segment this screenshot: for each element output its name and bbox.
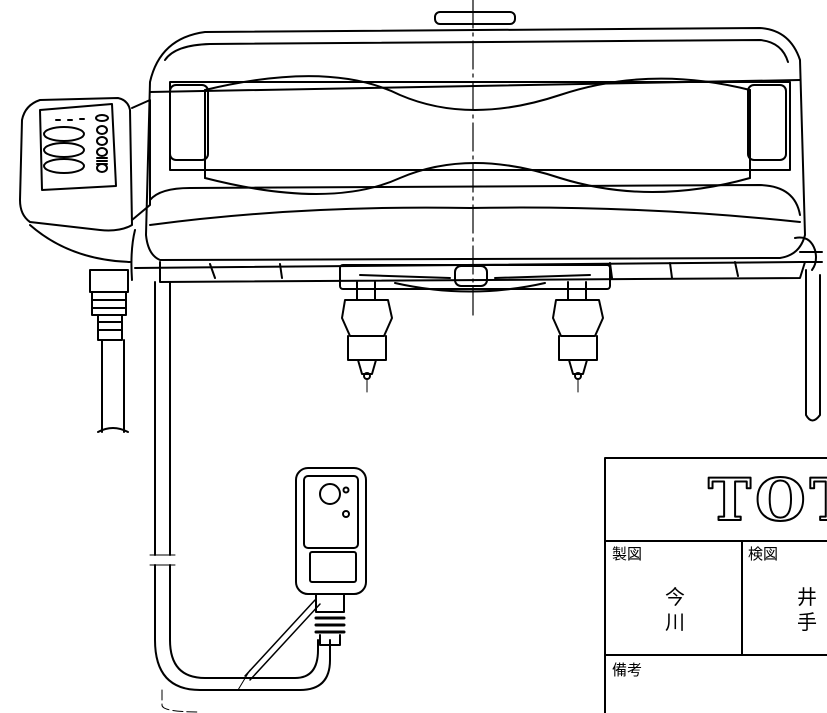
title-block: TOTO 製図 今 川 検図 井 手 備考 xyxy=(604,457,827,713)
power-cord xyxy=(149,281,331,713)
drafter-label: 製図 xyxy=(612,545,642,563)
seat-body xyxy=(134,11,806,293)
checker-name-line2: 手 xyxy=(797,610,817,634)
drafter-name-line1: 今 xyxy=(665,585,685,609)
nozzle-fitting-left xyxy=(341,281,393,393)
toto-logo: TOTO xyxy=(708,466,827,534)
checker-name-line1: 井 xyxy=(797,585,817,609)
power-cable-right xyxy=(794,236,823,422)
remarks-label: 備考 xyxy=(612,661,642,679)
plug-box xyxy=(237,467,367,691)
control-panel xyxy=(19,97,151,281)
nozzle-fitting-right xyxy=(552,281,604,393)
drafter-name-line2: 川 xyxy=(665,610,685,634)
water-hose-left xyxy=(89,269,129,433)
checker-label: 検図 xyxy=(748,545,778,563)
